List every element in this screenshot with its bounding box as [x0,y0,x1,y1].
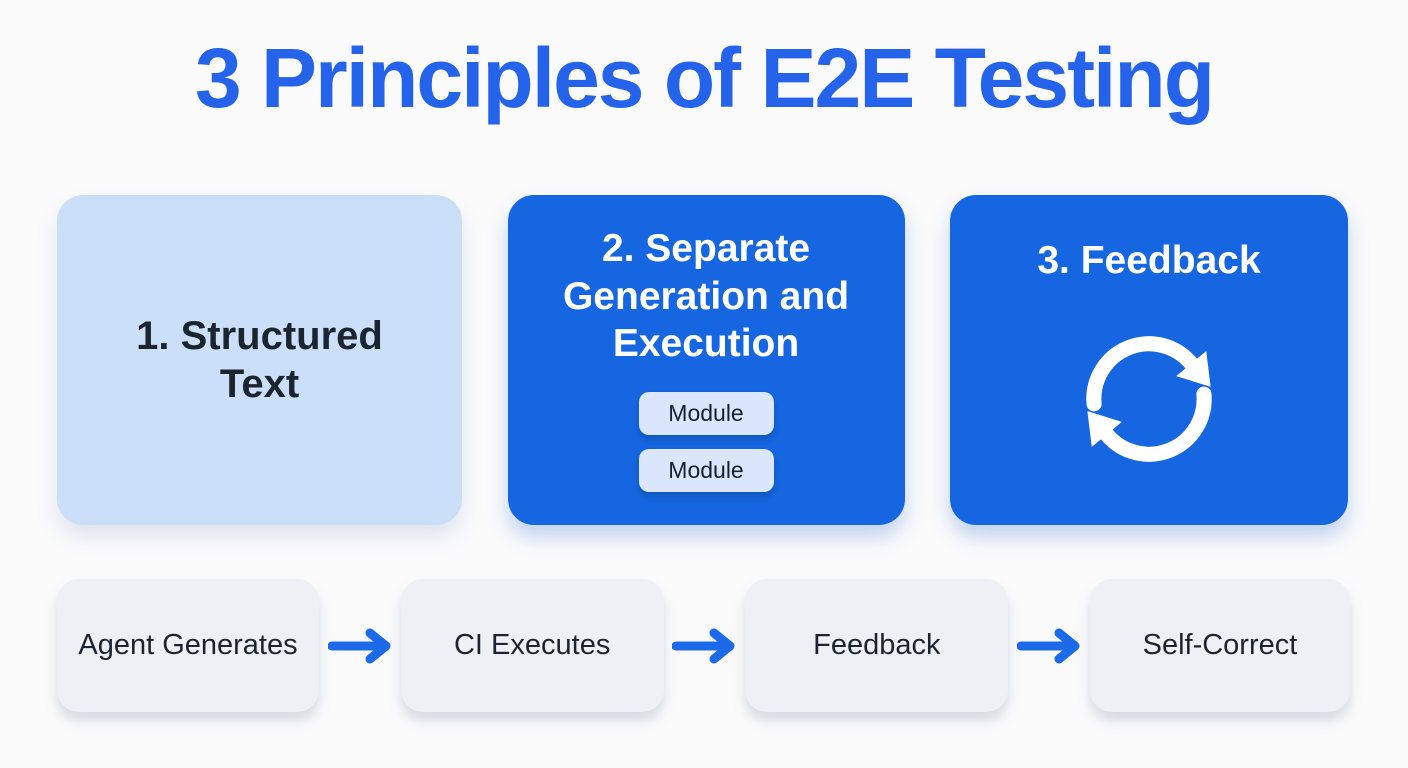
module-pill: Module [638,448,774,492]
page-title: 3 Principles of E2E Testing [194,31,1215,125]
flow-step-feedback: Feedback [745,579,1009,712]
principle-card-structured-text: 1. Structured Text [57,195,462,525]
flow-step-self-correct: Self-Correct [1089,579,1350,712]
principle-3-heading: 3. Feedback [1037,239,1261,282]
flow-step-ci-executes: CI Executes [400,579,664,712]
arrow-right-icon [1017,628,1080,663]
flow-step-agent-generates: Agent Generates [57,579,319,712]
module-stack: Module Module [638,391,774,492]
sync-cycle-icon [1060,319,1238,479]
principle-1-heading: 1. Structured Text [136,314,383,406]
principle-card-feedback: 3. Feedback [950,195,1348,525]
arrow-right-icon [672,628,735,663]
principle-card-separate-generation-execution: 2. Separate Generation and Execution Mod… [507,195,905,525]
flow-row: Agent Generates CI Executes Feedback Sel… [57,579,1350,712]
principles-row: 1. Structured Text 2. Separate Generatio… [57,195,1348,525]
arrow-right-icon [327,628,391,663]
module-pill: Module [638,391,774,435]
principle-2-heading: 2. Separate Generation and Execution [562,227,850,366]
